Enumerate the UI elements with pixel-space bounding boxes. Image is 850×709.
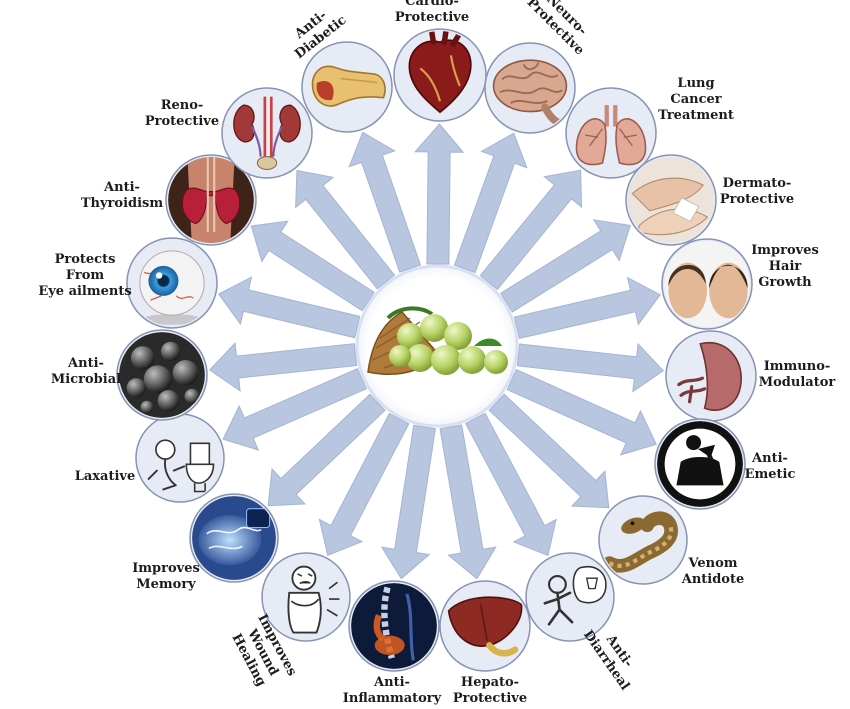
vomiting-icon — [657, 421, 743, 507]
center-hub — [355, 264, 519, 428]
arrow-to-anti-diabetic — [348, 131, 422, 273]
arrow-to-cardio-protective — [414, 123, 465, 265]
kidneys-icon — [233, 96, 301, 170]
liver-icon — [447, 596, 523, 657]
arrow-to-hepato-protective — [439, 424, 497, 580]
skin-hands-icon — [628, 157, 714, 243]
benefit-reno-protective: Reno-Protective — [145, 87, 313, 179]
benefit-immuno-modulator: Immuno-Modulator — [665, 330, 836, 422]
benefit-circle — [135, 413, 225, 503]
arrow-to-anti-inflammatory — [380, 424, 436, 580]
spleen-icon — [677, 341, 742, 411]
child-toilet-icon — [147, 439, 215, 493]
arrow-to-improves-memory — [267, 393, 386, 507]
benefit-label: Anti-Thyroidism — [81, 180, 163, 211]
heart-icon — [408, 31, 472, 114]
wound-pain-icon — [287, 565, 340, 634]
arrow-to-protects-from-eye-ailments — [217, 276, 361, 339]
benefit-label: Reno-Protective — [145, 98, 219, 129]
arrow-to-anti-thyroidism — [250, 220, 375, 312]
benefit-laxative: Laxative — [75, 413, 225, 503]
arrow-to-improves-hair-growth — [513, 276, 661, 339]
arrows — [208, 123, 665, 580]
eyeball-icon — [139, 250, 205, 325]
benefit-label: Cardio-Protective — [395, 0, 469, 25]
benefit-label: Laxative — [75, 469, 136, 484]
snake-icon — [602, 511, 678, 573]
glowing-brain-icon — [192, 496, 276, 580]
arrow-to-laxative — [222, 368, 367, 451]
arrow-to-anti-emetic — [506, 368, 657, 456]
benefit-anti-thyroidism: Anti-Thyroidism — [81, 154, 257, 246]
brain-icon — [492, 59, 568, 127]
lungs-icon — [575, 105, 647, 166]
arrow-to-dermato-protective — [500, 219, 631, 313]
benefit-anti-emetic: Anti-Emetic — [654, 418, 796, 510]
benefit-label: Dermato-Protective — [720, 176, 794, 207]
benefit-hepato-protective: Hepato-Protective — [439, 580, 531, 706]
benefit-anti-microbial: Anti-Microbial — [51, 329, 208, 421]
pancreas-icon — [311, 65, 386, 107]
hair-heads-icon — [664, 241, 750, 327]
spine-icon — [351, 583, 437, 669]
benefit-label: Anti-Emetic — [745, 451, 796, 482]
arrow-to-reno-protective — [295, 169, 396, 290]
benefit-label: Immuno-Modulator — [759, 359, 836, 390]
toilet-run-icon — [543, 565, 607, 626]
thyroid-icon — [168, 157, 254, 243]
benefit-cardio-protective: Cardio-Protective — [393, 0, 487, 122]
benefit-improves-wound-healing: ImprovesWoundHealing — [228, 552, 351, 689]
arrow-to-neuro-protective — [453, 132, 528, 274]
arrow-to-improves-wound-healing — [318, 412, 410, 557]
arrow-to-anti-diarrheal — [464, 412, 557, 557]
benefit-anti-diabetic: Anti-Diabetic — [291, 8, 393, 133]
benefit-label: Anti-Inflammatory — [343, 675, 442, 706]
benefit-label: Hepato-Protective — [453, 675, 527, 706]
benefit-dermato-protective: Dermato-Protective — [625, 154, 794, 246]
arrow-to-venom-antidote — [488, 393, 610, 509]
benefit-anti-inflammatory: Anti-Inflammatory — [343, 580, 442, 706]
benefit-label: Anti-Microbial — [51, 356, 121, 387]
amla-fruit-basket-icon — [367, 306, 508, 375]
arrow-to-lung-cancer-treatment — [479, 169, 583, 291]
arrow-to-anti-microbial — [208, 342, 358, 392]
microbes-icon — [119, 332, 205, 418]
arrow-to-immuno-modulator — [516, 342, 665, 393]
benefit-label: Anti-Diarrheal — [580, 619, 645, 694]
